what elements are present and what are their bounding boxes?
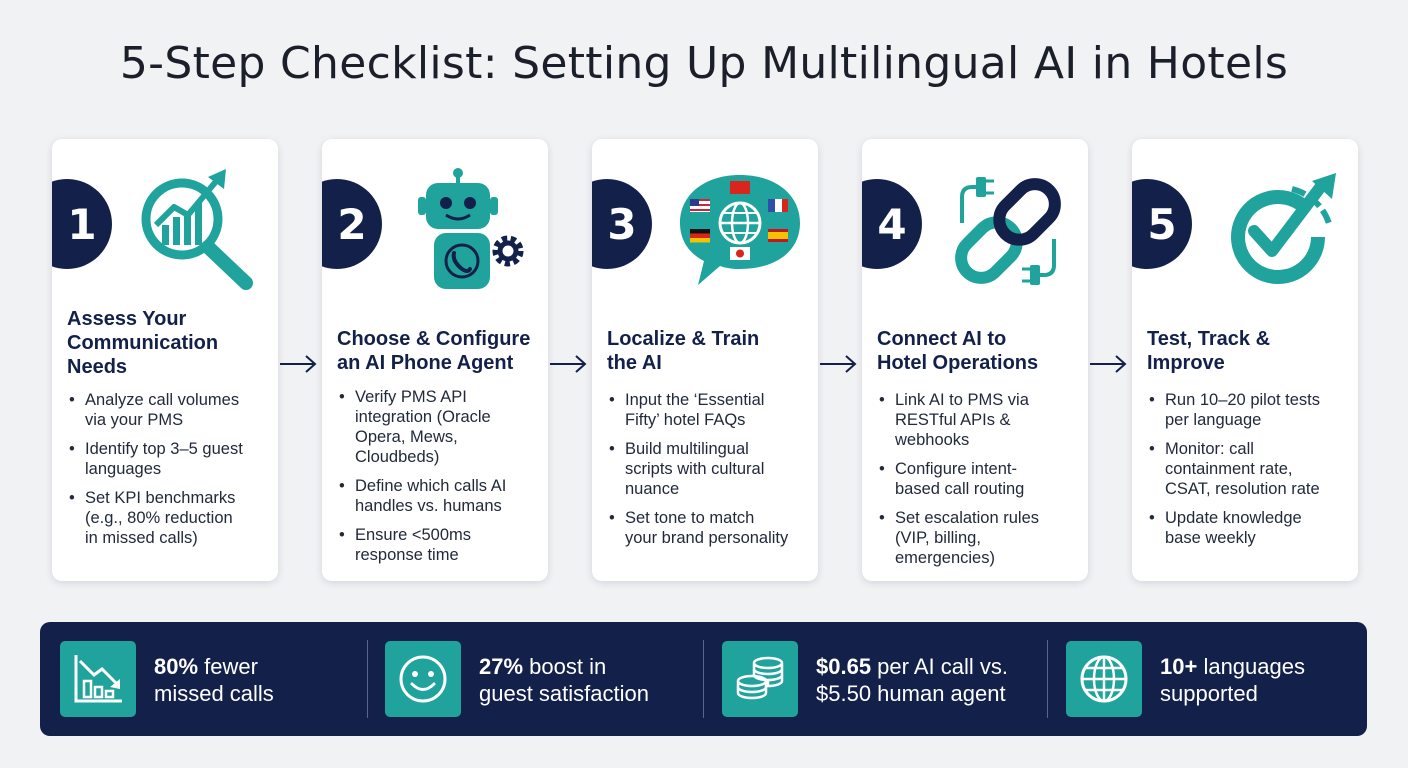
stats-banner: 80% fewer missed calls 27% boost in gues…	[40, 622, 1367, 736]
stat-highlight: $0.65	[816, 654, 872, 679]
stat-text: 27% boost in guest satisfaction	[479, 654, 649, 706]
page-title: 5-Step Checklist: Setting Up Multilingua…	[119, 38, 1289, 89]
stat-text: $0.65 per AI call vs. $5.50 human agent	[816, 654, 1009, 706]
stat-highlight: 27%	[479, 654, 524, 679]
bullet-item: Set KPI benchmarks(e.g., 80% reductionin…	[67, 488, 268, 548]
step-number-badge: 4	[862, 179, 922, 269]
smiley-icon	[385, 641, 461, 717]
step-card-5: 5 Test, Track & Improve Run 10–20 pilot …	[1132, 139, 1358, 581]
step-card-1: 1 Assess Your Communication Needs Analyz…	[52, 139, 278, 581]
step-title: Connect AI to Hotel Operations	[877, 328, 1039, 374]
chain-link-plug-icon	[944, 167, 1072, 295]
step-number-badge: 2	[322, 179, 382, 269]
step-title: Localize & Train the AI	[607, 328, 760, 374]
chart-down-icon	[60, 641, 136, 717]
speech-bubble-globe-flags-icon	[676, 169, 804, 297]
stat-text: 10+ languages supported	[1160, 654, 1305, 706]
arrow-right-icon	[1088, 352, 1128, 376]
divider	[703, 640, 704, 718]
arrow-right-icon	[818, 352, 858, 376]
step-card-3: 3 Localize & Train the AI Input the ‘Ess…	[592, 139, 818, 581]
step-title: Assess Your Communication Needs	[67, 308, 219, 378]
stat-highlight: 80%	[154, 654, 199, 679]
bullet-item: Configure intent-based call routing	[877, 459, 1078, 499]
robot-phone-icon	[404, 167, 532, 295]
stat-text: 80% fewer missed calls	[154, 654, 274, 706]
step-card-4: 4 Connect AI to Hotel Operations Link AI…	[862, 139, 1088, 581]
arrow-right-icon	[548, 352, 588, 376]
checkmark-progress-icon	[1214, 167, 1342, 295]
arrow-right-icon	[278, 352, 318, 376]
bullet-item: Set escalation rules(VIP, billing,emerge…	[877, 508, 1078, 568]
divider	[1047, 640, 1048, 718]
analytics-magnifier-icon	[134, 167, 262, 295]
globe-icon	[1066, 641, 1142, 717]
coins-icon	[722, 641, 798, 717]
step-title: Choose & Configure an AI Phone Agent	[337, 328, 531, 374]
step-number-badge: 5	[1132, 179, 1192, 269]
divider	[367, 640, 368, 718]
stat-highlight: 10+	[1160, 654, 1198, 679]
step-title: Test, Track & Improve	[1147, 328, 1271, 374]
step-number-badge: 3	[592, 179, 652, 269]
step-number-badge: 1	[52, 179, 112, 269]
step-card-2: 2 Choose & Configure an AI Phone Agent V…	[322, 139, 548, 581]
